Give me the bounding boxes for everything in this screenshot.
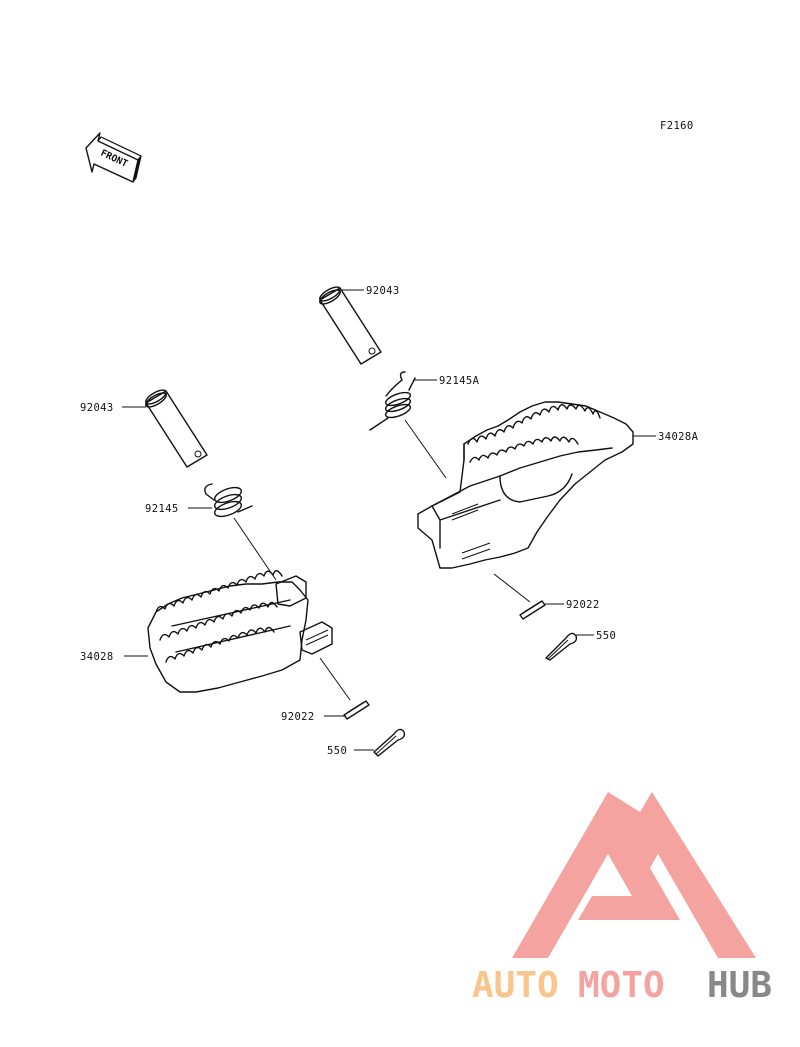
callout-550-right: 550	[596, 630, 616, 642]
logo-text-moto: MOTO	[578, 965, 665, 1006]
callout-92145a: 92145A	[439, 375, 480, 387]
callout-92043-left: 92043	[80, 402, 114, 414]
callout-550-left: 550	[327, 745, 347, 757]
cotter-pin-left	[373, 728, 406, 757]
logo-text-hub: HUB	[707, 965, 772, 1006]
callout-92043-upper: 92043	[366, 285, 400, 297]
spring-right	[369, 371, 416, 431]
automotohub-logo: AUTO MOTO HUB	[472, 792, 772, 1006]
logo-text-auto: AUTO	[472, 965, 559, 1006]
figure-code: F2160	[660, 120, 694, 132]
callout-92145: 92145	[145, 503, 179, 515]
callout-34028a: 34028A	[658, 431, 699, 443]
front-arrow-icon: FRONT	[85, 132, 142, 183]
pivot-pin-upper	[319, 286, 382, 365]
footpeg-right	[417, 401, 634, 569]
cotter-pin-right	[545, 632, 578, 661]
pivot-pin-left	[145, 389, 208, 468]
callout-92022-left: 92022	[281, 711, 315, 723]
washer-right	[519, 600, 546, 620]
callout-34028: 34028	[80, 651, 114, 663]
callout-92022-right: 92022	[566, 599, 600, 611]
spring-left	[204, 483, 253, 518]
washer-left	[343, 700, 370, 720]
footpeg-left	[147, 570, 333, 693]
